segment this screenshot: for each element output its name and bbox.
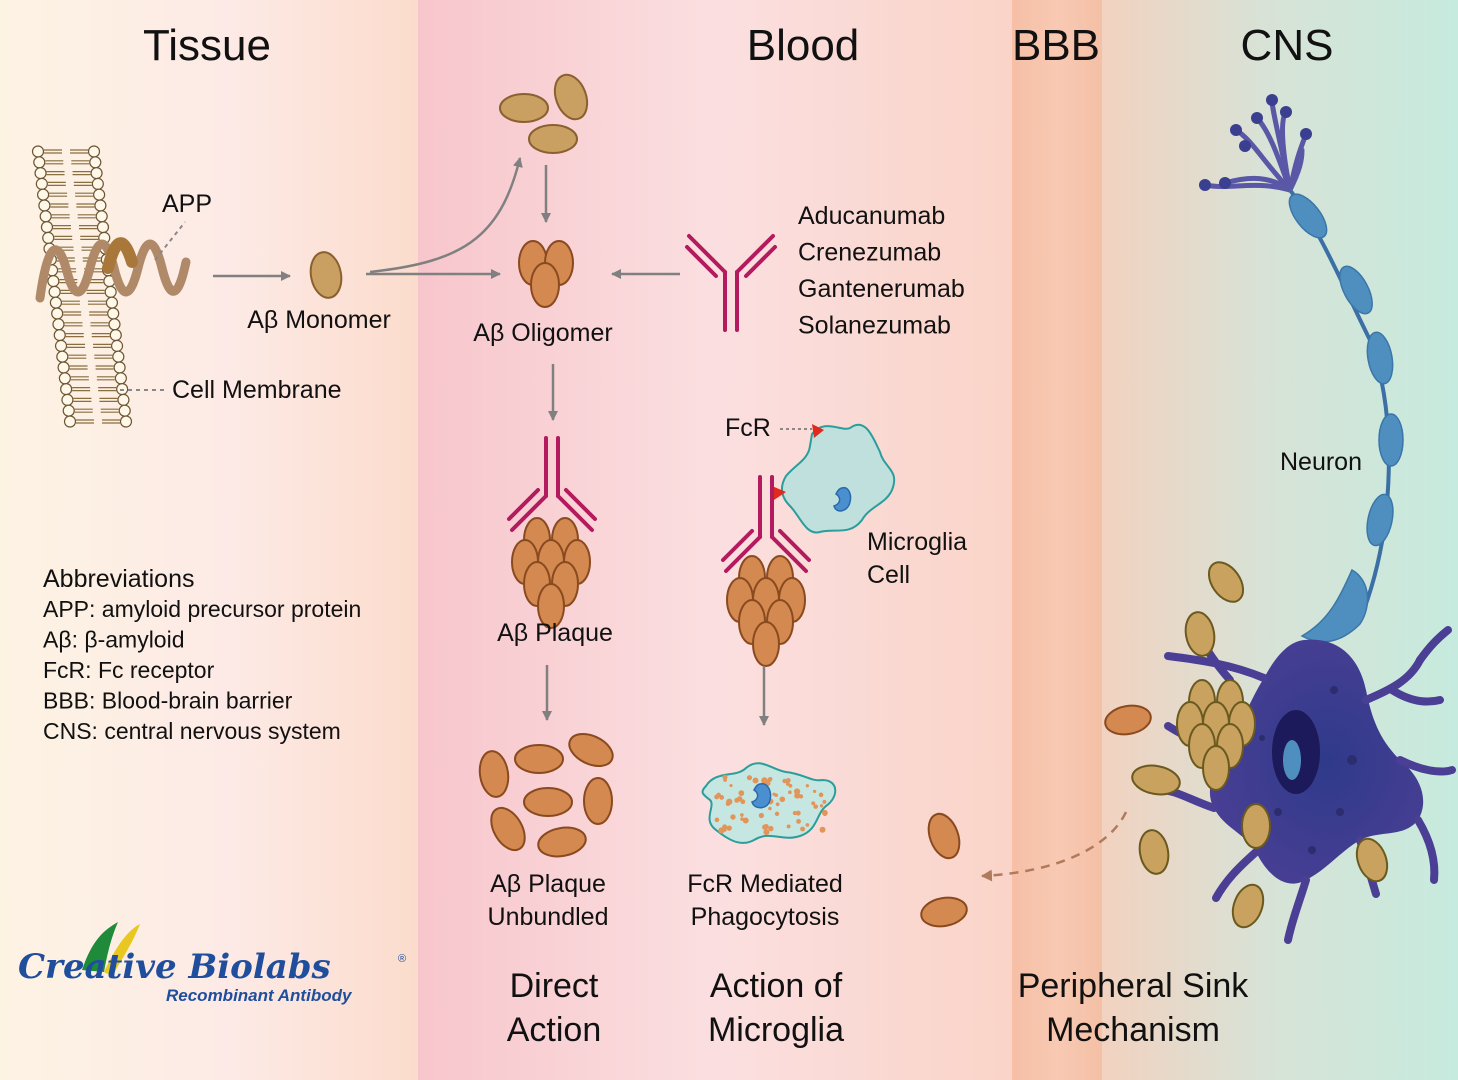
label-ab-monomer: Aβ Monomer: [247, 306, 391, 334]
logo-text: Creative Biolabs: [18, 947, 331, 987]
ab-oligomer-icon: [518, 240, 574, 308]
app-cleavage-icon: [102, 237, 138, 274]
header-blood: Blood: [747, 21, 860, 70]
label-ab-oligomer: Aβ Oligomer: [473, 319, 612, 347]
label-fcr: FcR: [725, 414, 771, 442]
header-bbb: BBB: [1012, 21, 1100, 70]
logo-leaf-yellow-icon: [104, 924, 140, 976]
microglia-nucleus-icon: [833, 486, 852, 512]
label-cell-membrane: Cell Membrane: [172, 376, 342, 404]
free-amyloid-particle: [1104, 704, 1152, 736]
antibody-name: Aducanumab: [798, 202, 945, 230]
phagocytosis-nucleus-icon: [751, 783, 772, 809]
tissue-region: [0, 0, 418, 1080]
label-app: APP: [162, 190, 212, 218]
sink-amyloid-particle-2: [920, 896, 968, 928]
antibody-microglia-bound-icon: [721, 475, 811, 573]
mechanism-direct-action: Action: [507, 1011, 602, 1049]
neuron-amyloid-particles: [1131, 561, 1389, 929]
fcr-receptor-bound-icon: [772, 486, 786, 500]
arrow-monomer-to-aggregates: [369, 157, 523, 274]
mechanism-action-of: Action of: [710, 967, 843, 1005]
abbreviation-item: FcR: Fc receptor: [43, 657, 215, 683]
label-fcr-mediated: FcR Mediated: [687, 870, 843, 898]
header-tissue: Tissue: [143, 21, 271, 70]
antibody-name: Crenezumab: [798, 239, 941, 267]
label-line: Aβ Plaque: [490, 870, 606, 898]
creative-biolabs-logo: Creative Biolabs ® Recombinant Antibody: [18, 922, 406, 1005]
label-phagocytosis: Phagocytosis: [691, 903, 840, 931]
mechanism-direct: Direct: [510, 967, 599, 1005]
ab-plaque-icon: [511, 517, 591, 629]
neuron-amyloid-plaque-icon: [1176, 679, 1256, 791]
abbreviation-item: CNS: central nervous system: [43, 718, 341, 744]
ab-monomer-icon: [309, 251, 343, 299]
header-cns: CNS: [1241, 21, 1334, 70]
mechanism-microglia: Microglia: [708, 1011, 844, 1049]
abbreviations-title: Abbreviations: [43, 565, 194, 593]
mechanism-peripheral-sink-2: Mechanism: [1046, 1011, 1220, 1049]
sink-amyloid-particle: [927, 812, 961, 860]
label-line: Unbundled: [488, 903, 609, 931]
ab-plaque-microglia-icon: [726, 555, 806, 667]
label-microglia: Microglia: [867, 528, 967, 556]
logo-registered: ®: [398, 953, 406, 965]
antibody-name: Solanezumab: [798, 312, 951, 340]
label-microglia-cell: Cell: [867, 561, 910, 589]
antibody-bound-plaque-icon: [507, 436, 597, 532]
abbreviation-item: APP: amyloid precursor protein: [43, 596, 361, 622]
fcr-receptor-icon: [812, 424, 824, 438]
logo-leaf-icon: [82, 922, 118, 972]
antibody-name: Gantenerumab: [798, 275, 965, 303]
abbreviation-item: BBB: Blood-brain barrier: [43, 688, 293, 714]
mechanism-peripheral-sink: Peripheral Sink: [1018, 967, 1250, 1005]
ab-aggregate-cluster-top: [499, 73, 589, 154]
digested-amyloid-dots: [714, 774, 828, 836]
abbreviation-item: Aβ: β-amyloid: [43, 627, 185, 653]
blood-region: [418, 0, 1012, 1080]
peripheral-sink-arrow: [981, 811, 1128, 882]
microglia-cell-icon: [780, 424, 896, 534]
app-leader-line: [154, 221, 186, 261]
logo-tagline: Recombinant Antibody: [166, 986, 353, 1005]
label-neuron: Neuron: [1280, 448, 1362, 476]
antibody-icon: [685, 234, 777, 332]
antibody-name-list: AducanumabCrenezumabGantenerumabSolanezu…: [798, 202, 965, 340]
ab-plaque-unbundled-icon: [478, 733, 614, 858]
bbb-region: [1012, 0, 1102, 1080]
label-ab-plaque: Aβ Plaque: [497, 619, 613, 647]
